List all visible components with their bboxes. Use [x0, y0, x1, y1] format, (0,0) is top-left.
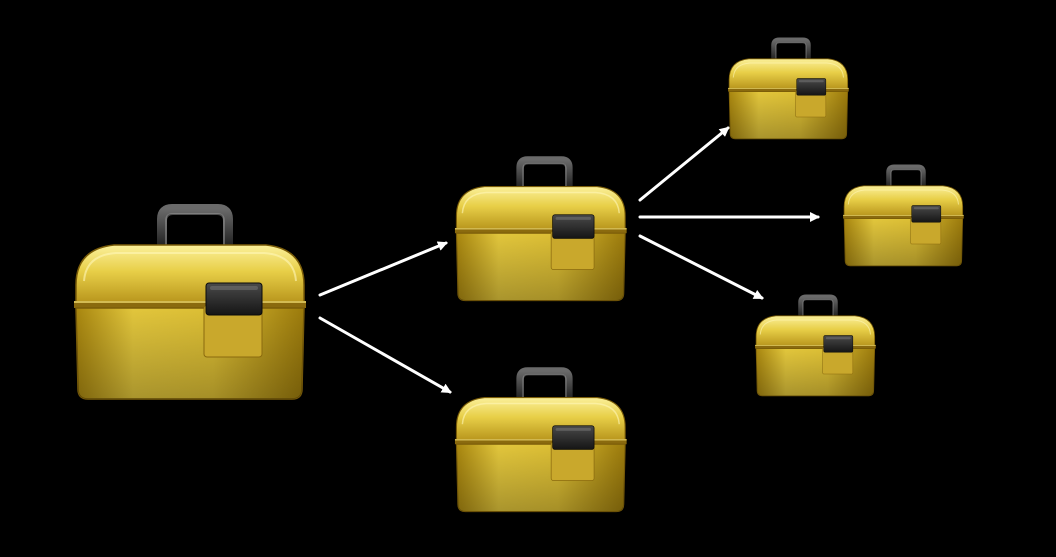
arrow-root-to-child-top — [318, 241, 448, 297]
toolbox-icon — [728, 40, 849, 139]
toolbox-icon — [843, 167, 964, 266]
arrow-child-top-to-grandchild-top — [638, 126, 730, 202]
arrow-root-to-child-bottom — [318, 316, 452, 394]
toolbox-icon — [74, 209, 306, 399]
toolbox-icon — [455, 371, 627, 512]
toolbox-icon — [755, 297, 876, 396]
toolbox-icon — [455, 160, 627, 301]
arrow-child-top-to-grandchild-bottom — [638, 234, 764, 300]
